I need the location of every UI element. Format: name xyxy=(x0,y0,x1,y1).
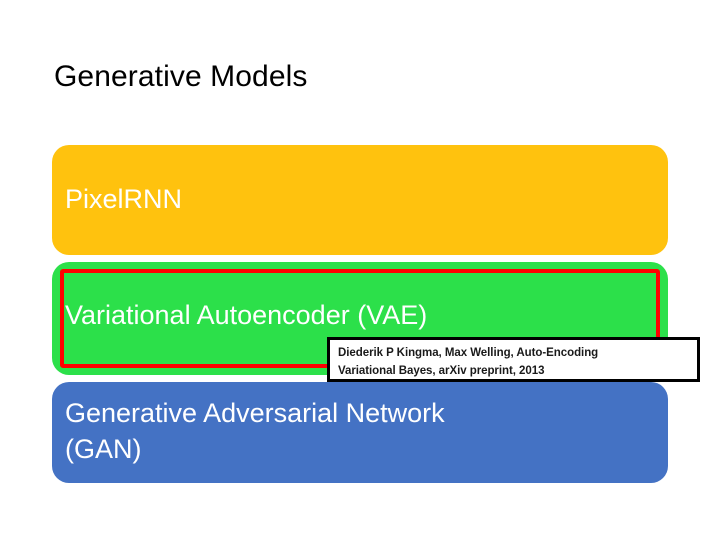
citation-callout: Diederik P Kingma, Max Welling, Auto-Enc… xyxy=(327,337,700,382)
model-label-pixelrnn: PixelRNN xyxy=(65,184,183,214)
model-bar-pixelrnn[interactable]: PixelRNN xyxy=(52,145,668,255)
model-bar-gan[interactable]: Generative Adversarial Network (GAN) xyxy=(52,382,668,483)
model-label-vae: Variational Autoencoder (VAE) xyxy=(65,300,428,330)
citation-line-2: Variational Bayes, arXiv preprint, 2013 xyxy=(338,365,545,377)
model-label-gan: Generative Adversarial Network (GAN) xyxy=(65,398,445,464)
page-title: Generative Models xyxy=(54,60,308,93)
citation-line-1: Diederik P Kingma, Max Welling, Auto-Enc… xyxy=(338,347,599,359)
